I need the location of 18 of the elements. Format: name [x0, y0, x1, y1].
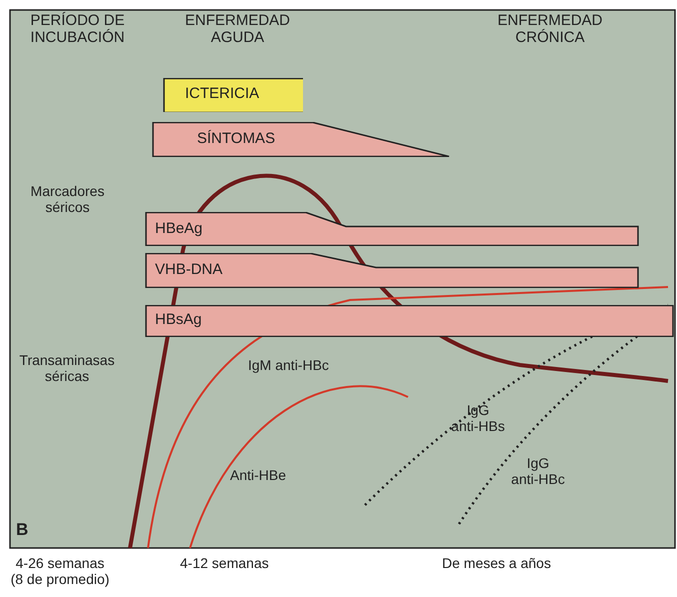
bar-label: ICTERICIA — [185, 85, 260, 102]
duration-label: 4-12 semanas — [180, 555, 270, 572]
bar-label: HBsAg — [155, 311, 202, 328]
phase-heading: PERÍODO DE INCUBACIÓN — [29, 12, 126, 46]
bar-label: SÍNTOMAS — [197, 130, 276, 147]
curve-label: IgG anti-HBc — [510, 455, 566, 488]
bar-label: VHB-DNA — [155, 261, 223, 278]
row-label: Marcadores séricos — [30, 183, 106, 216]
bar-label: HBeAg — [155, 220, 203, 237]
row-label: Transaminasas séricas — [18, 352, 116, 384]
phase-heading: ENFERMEDAD AGUDA — [184, 12, 291, 46]
duration-label: 4-26 semanas (8 de promedio) — [10, 555, 110, 588]
duration-label: De meses a años — [442, 555, 552, 572]
curve-label: Anti-HBe — [230, 467, 288, 484]
curve-label: IgM anti-HBc — [248, 357, 330, 374]
phase-heading: ENFERMEDAD CRÓNICA — [496, 12, 604, 46]
panel-letter: B — [16, 520, 30, 540]
curve-label: IgG anti-HBs — [450, 402, 506, 434]
